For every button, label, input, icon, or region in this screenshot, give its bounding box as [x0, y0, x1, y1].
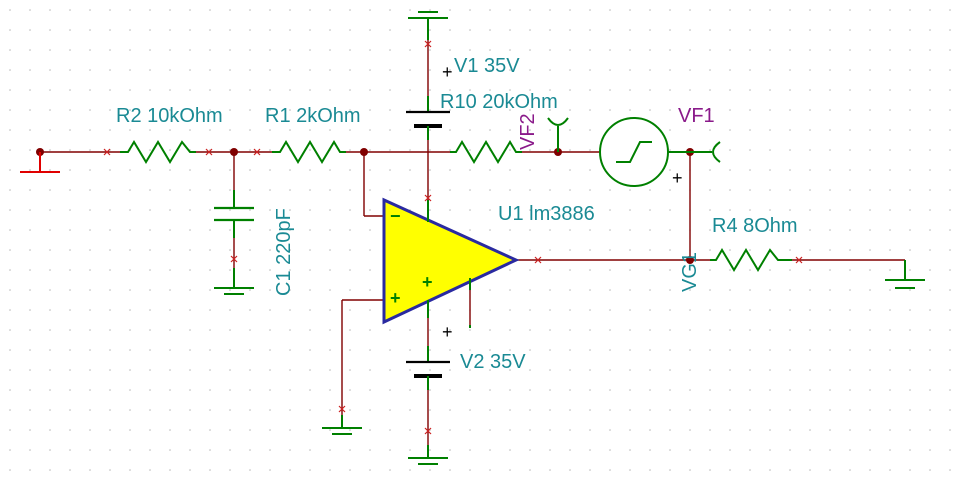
ground-reference-symbol — [20, 152, 60, 173]
capacitor-c1[interactable] — [214, 190, 254, 238]
label-r1: R1 2kOhm — [265, 105, 361, 127]
opamp-inverting-sign: − — [390, 206, 401, 226]
label-u1: U1 lm3886 — [498, 203, 595, 225]
signal-source-vg1[interactable]: + — [599, 117, 690, 188]
label-v2: V2 35V — [460, 351, 526, 373]
resistor-r1[interactable] — [272, 140, 346, 164]
probe-vf1[interactable] — [690, 141, 721, 163]
resistor-r4[interactable] — [710, 248, 792, 272]
label-vf1: VF1 — [678, 105, 715, 127]
opamp-u1[interactable]: − + + — [382, 197, 520, 325]
vg1-plus-sign: + — [672, 168, 683, 188]
resistor-r2[interactable] — [120, 140, 196, 164]
label-r4: R4 8Ohm — [712, 215, 798, 237]
label-r2: R2 10kOhm — [116, 105, 223, 127]
opamp-supply-plus-sign: + — [422, 272, 433, 292]
label-v1: V1 35V — [454, 55, 520, 77]
label-vf2: VF2 — [517, 113, 539, 150]
ground-symbol-noninverting — [322, 415, 362, 435]
v1-plus-sign: + — [442, 62, 453, 82]
opamp-noninverting-sign: + — [390, 288, 401, 308]
ground-symbol-v2-bottom — [408, 445, 448, 465]
resistor-r10[interactable] — [450, 140, 522, 164]
label-r10: R10 20kOhm — [440, 91, 558, 113]
pin-marks — [103, 40, 803, 435]
label-c1: C1 220pF — [273, 208, 295, 296]
v2-plus-sign: + — [442, 322, 453, 342]
ground-symbol-c1 — [214, 268, 254, 295]
voltage-source-v2[interactable]: + — [406, 322, 453, 390]
ground-symbol-load — [885, 260, 925, 289]
voltage-source-v1[interactable]: + — [406, 62, 453, 140]
ground-symbol-v1-top — [408, 11, 448, 40]
probe-vf2[interactable] — [547, 117, 569, 152]
label-vg1: VG1 — [679, 252, 701, 292]
